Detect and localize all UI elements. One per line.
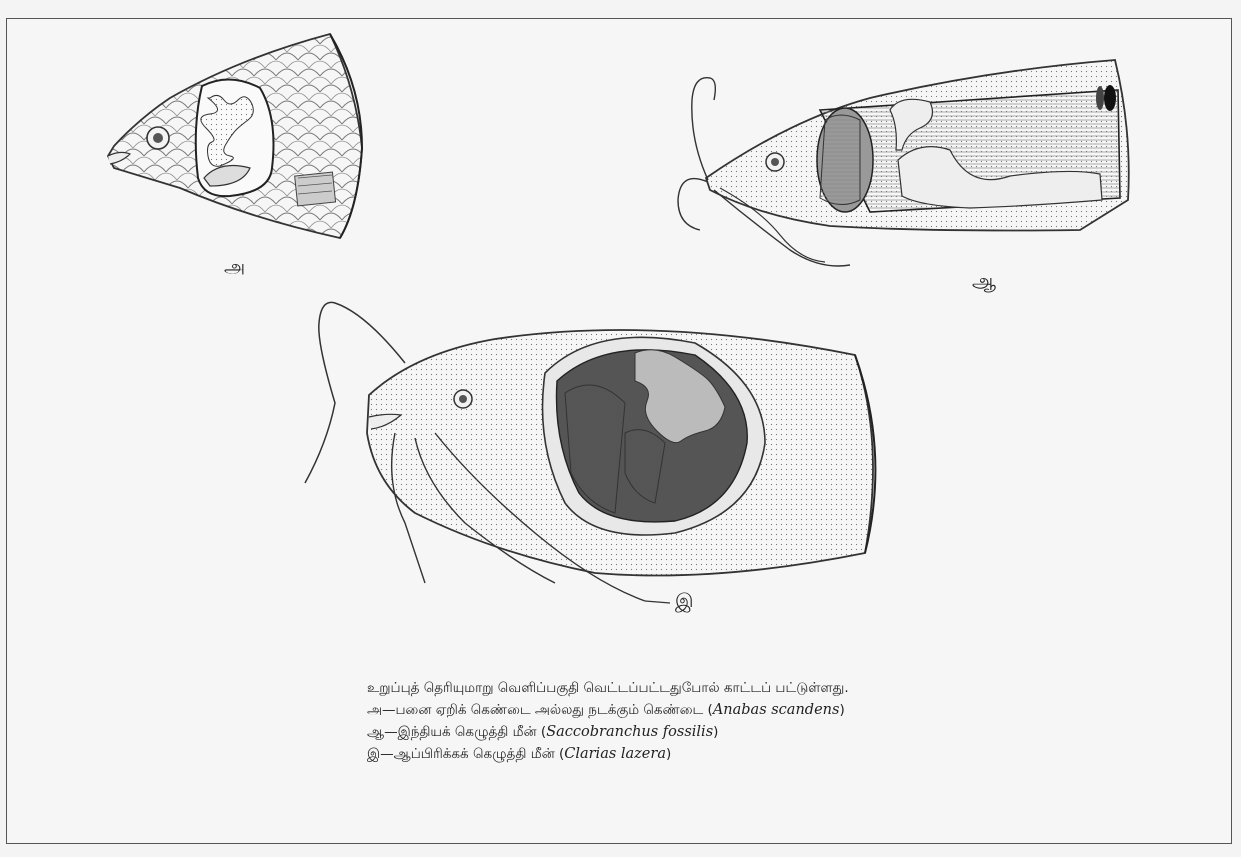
caption-i-prefix: இ—ஆப்பிரிக்கக் கெழுத்தி மீன் (: [367, 746, 564, 762]
clarias-illustration: [295, 283, 895, 613]
figure-caption: உறுப்புத் தெரியுமாறு வெளிப்பகுதி வெட்டப்…: [367, 680, 987, 768]
caption-a-scientific-name: Anabas scandens: [713, 702, 840, 718]
anabas-head-illustration: [100, 28, 390, 253]
caption-i-suffix: ): [666, 746, 671, 762]
caption-a-suffix: ): [839, 702, 844, 718]
label-aa: ஆ: [972, 270, 996, 295]
caption-i-scientific-name: Clarias lazera: [564, 746, 666, 762]
saccobranchus-illustration: [670, 50, 1140, 280]
caption-item-a: அ—பனை ஏறிக் கெண்டை அல்லது நடக்கும் கெண்ட…: [367, 702, 987, 718]
caption-aa-suffix: ): [713, 724, 718, 740]
label-i: இ: [675, 590, 693, 615]
label-a: அ: [224, 256, 245, 281]
caption-a-prefix: அ—பனை ஏறிக் கெண்டை அல்லது நடக்கும் கெண்ட…: [367, 702, 713, 718]
caption-aa-prefix: ஆ—இந்தியக் கெழுத்தி மீன் (: [367, 724, 546, 740]
caption-intro: உறுப்புத் தெரியுமாறு வெளிப்பகுதி வெட்டப்…: [367, 680, 987, 696]
caption-item-aa: ஆ—இந்தியக் கெழுத்தி மீன் (Saccobranchus …: [367, 724, 987, 740]
caption-aa-scientific-name: Saccobranchus fossilis: [546, 724, 713, 740]
caption-item-i: இ—ஆப்பிரிக்கக் கெழுத்தி மீன் (Clarias la…: [367, 746, 987, 762]
